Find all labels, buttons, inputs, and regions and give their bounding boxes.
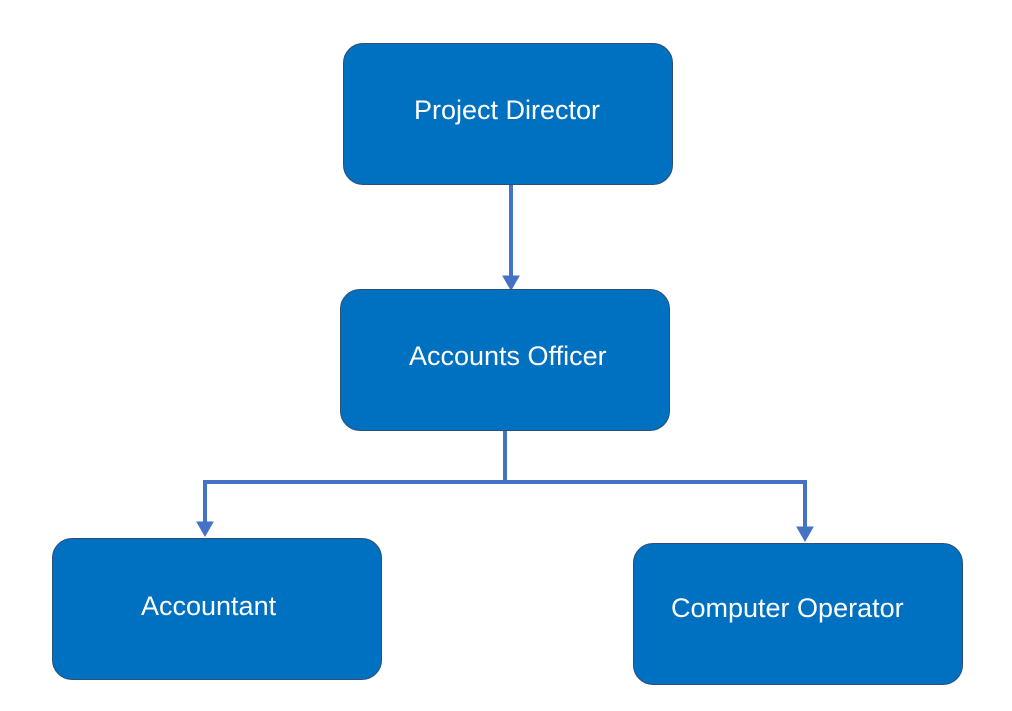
node-project-director: Project Director: [343, 43, 673, 185]
arrowhead-to-accountant: [196, 521, 214, 538]
node-label-accounts-officer: Accounts Officer: [409, 340, 607, 371]
connector-officer-operator: [505, 480, 807, 529]
arrowhead-to-operator: [796, 526, 814, 543]
arrowhead-to-officer: [502, 275, 520, 292]
node-computer-operator: Computer Operator: [633, 543, 963, 685]
node-accounts-officer: Accounts Officer: [340, 289, 670, 431]
node-label-computer-operator: Computer Operator: [671, 592, 904, 623]
node-label-project-director: Project Director: [414, 94, 601, 125]
node-accountant: Accountant: [52, 538, 382, 680]
connector-officer-accountant: [203, 429, 507, 524]
node-label-accountant: Accountant: [141, 590, 277, 621]
